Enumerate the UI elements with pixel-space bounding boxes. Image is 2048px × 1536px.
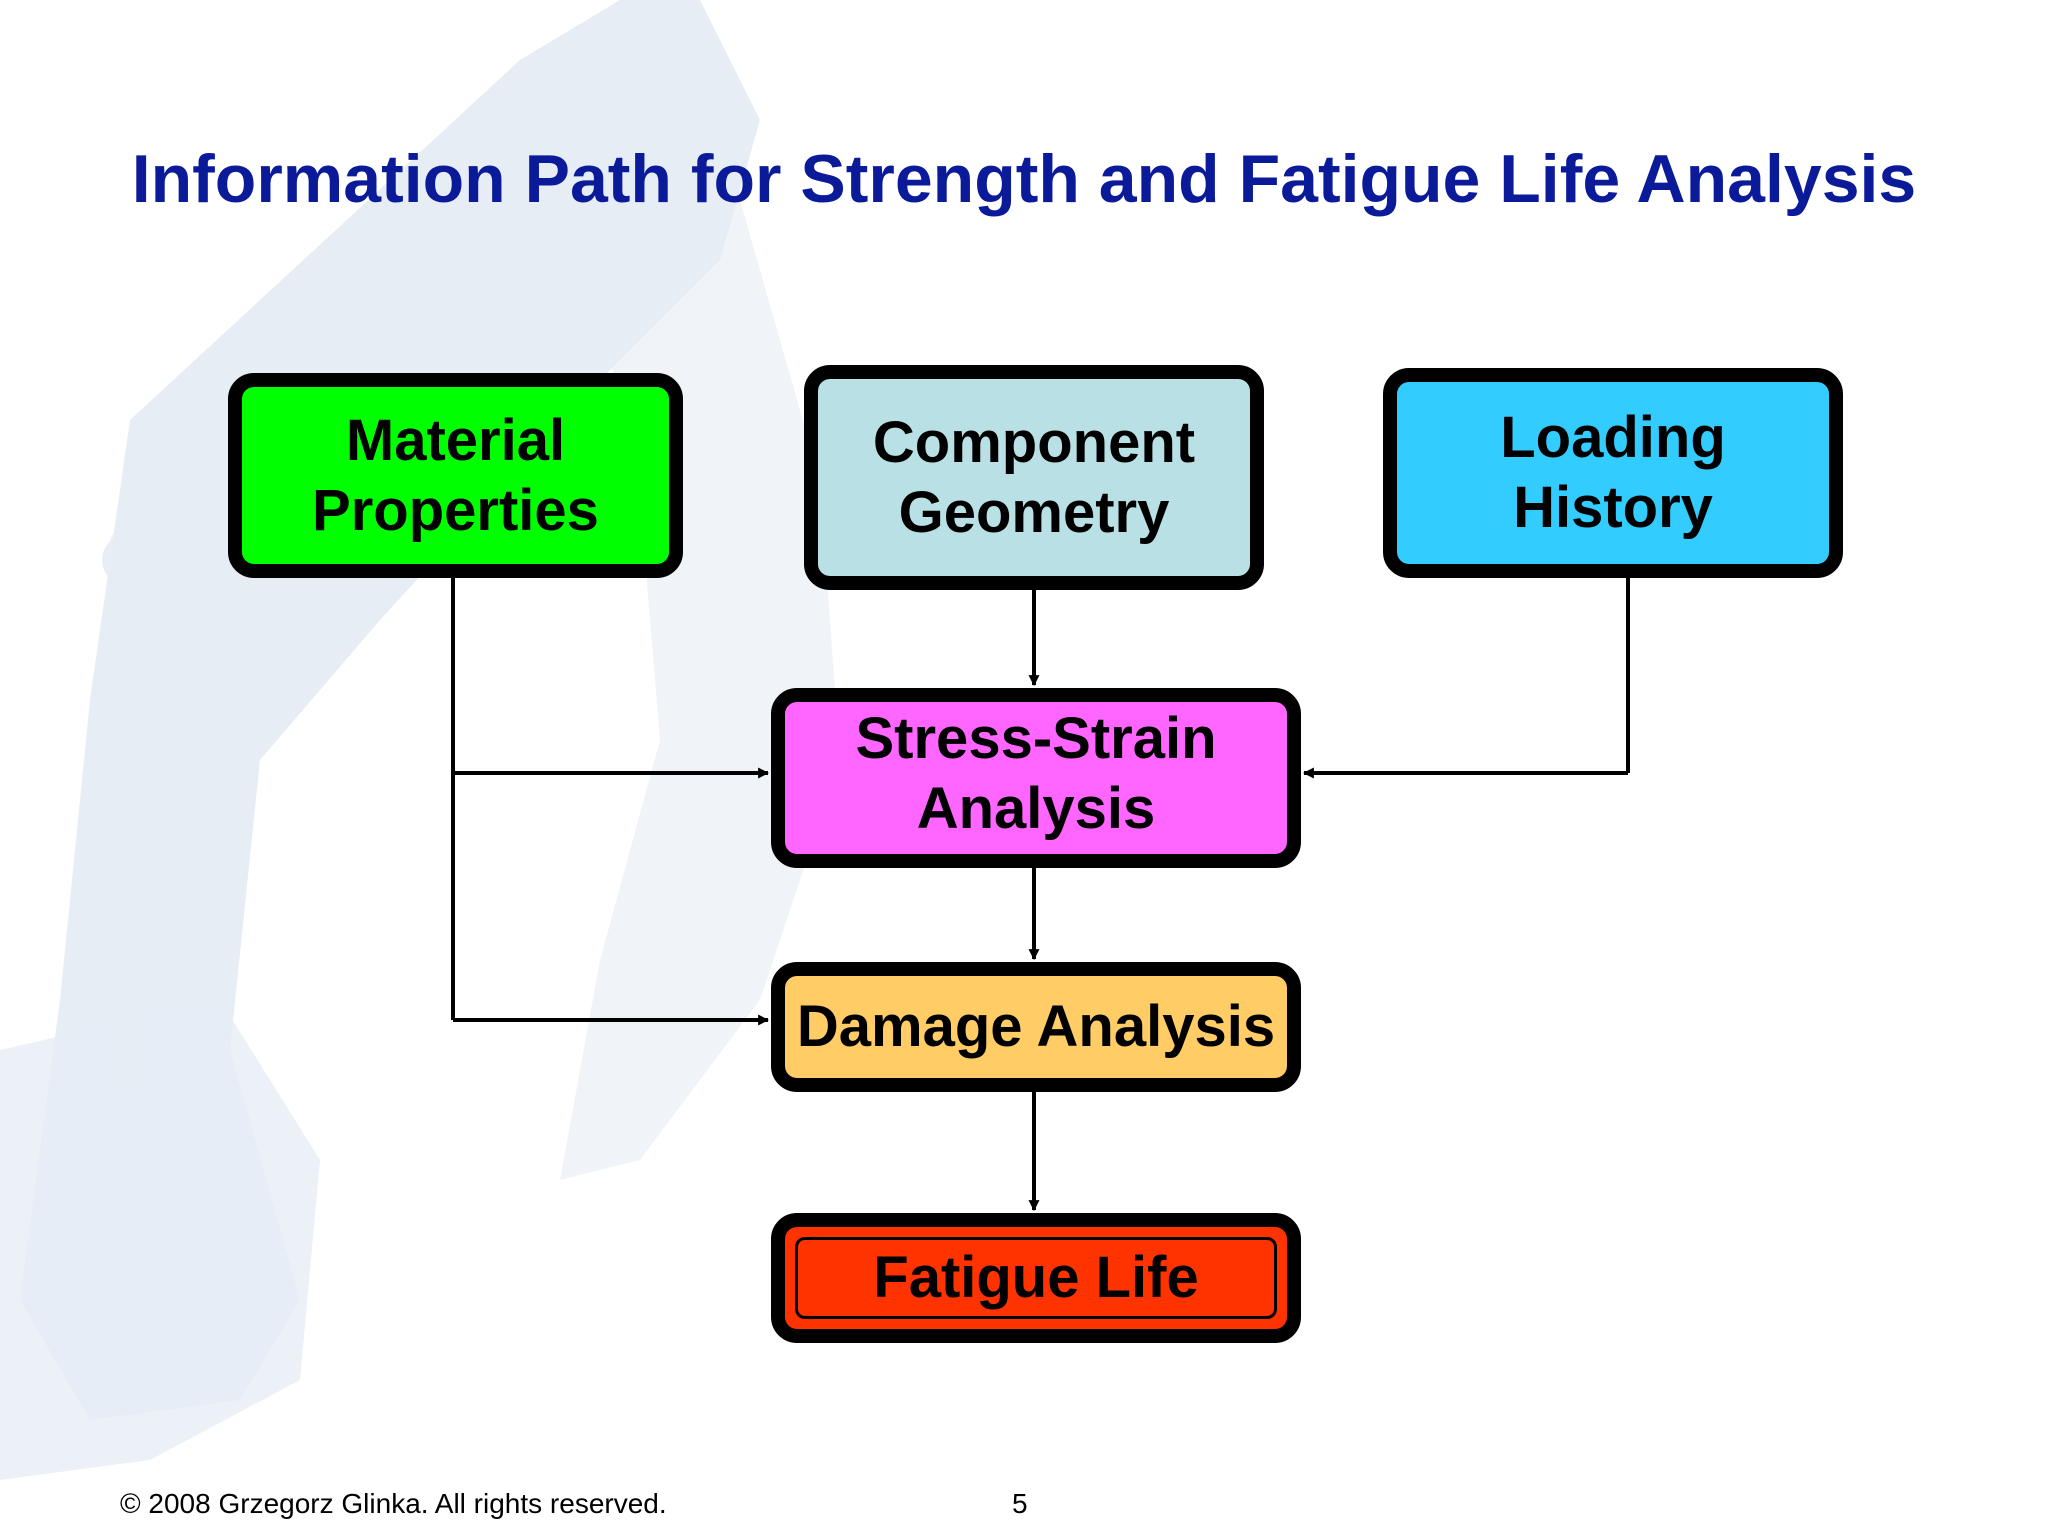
footer-copyright: © 2008 Grzegorz Glinka. All rights reser… (120, 1488, 667, 1519)
node-component-geometry-label: Component Geometry (872, 409, 1196, 545)
node-fatigue-life-label: Fatigue Life (873, 1245, 1199, 1311)
node-component-geometry: Component Geometry (804, 365, 1264, 590)
node-loading-history-label: Loading History (1500, 405, 1726, 540)
node-fatigue-life: Fatigue Life (771, 1213, 1301, 1343)
slide-title: Information Path for Strength and Fatigu… (131, 141, 1917, 217)
node-damage-analysis-label: Damage Analysis (796, 994, 1276, 1060)
fatigue-life-inner-frame (795, 1237, 1277, 1319)
node-damage-analysis: Damage Analysis (771, 962, 1301, 1092)
node-material-properties: Material Properties (228, 373, 683, 578)
node-loading-history: Loading History (1383, 368, 1843, 578)
node-material-properties-label: Material Properties (312, 407, 599, 543)
footer-page-number: 5 (1012, 1488, 1028, 1519)
node-stress-strain-analysis-label: Stress-Strain Analysis (855, 706, 1217, 841)
node-stress-strain-analysis: Stress-Strain Analysis (771, 688, 1301, 868)
